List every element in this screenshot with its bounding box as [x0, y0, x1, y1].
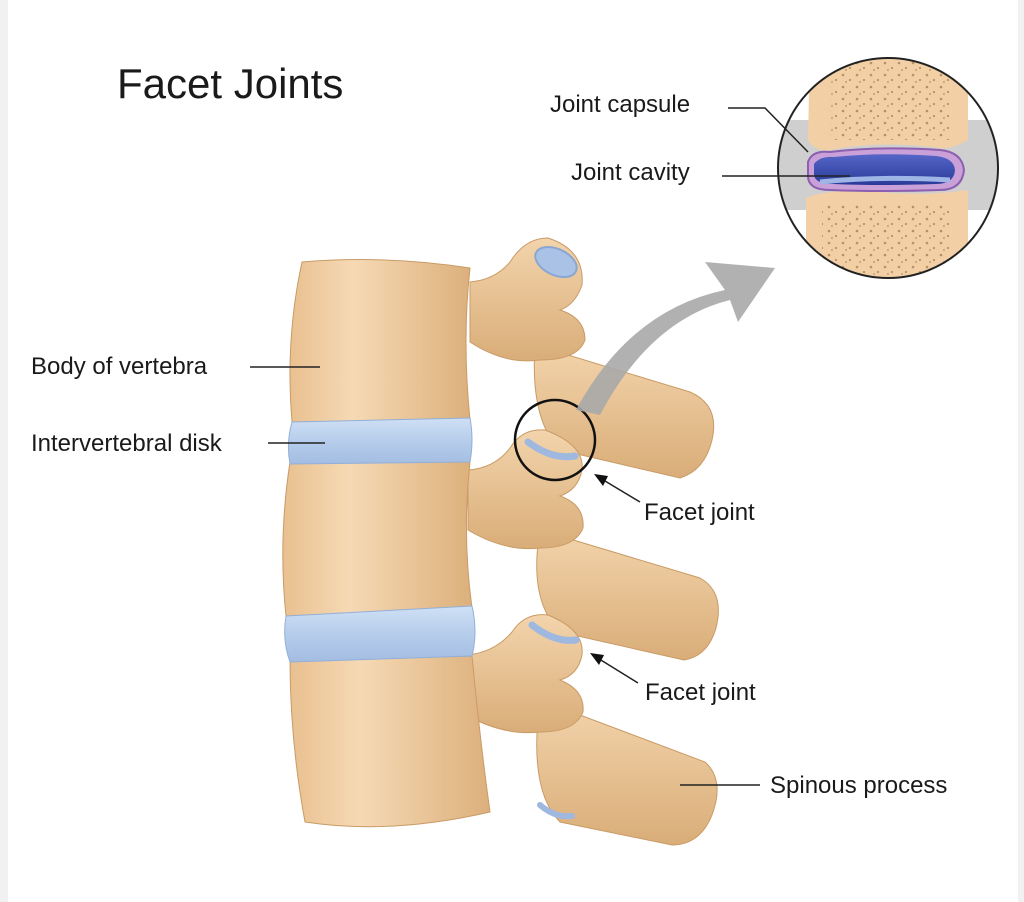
- label-spinous-process: Spinous process: [770, 772, 947, 799]
- spine-illustration: [282, 237, 719, 846]
- diagram-title: Facet Joints: [117, 60, 343, 107]
- label-intervertebral-disk: Intervertebral disk: [31, 430, 223, 457]
- articular-process-middle: [467, 429, 584, 550]
- zoom-inset: [777, 57, 999, 279]
- label-facet-joint-upper: Facet joint: [644, 499, 755, 526]
- label-facet-joint-lower: Facet joint: [645, 679, 756, 706]
- zoom-arrow: [576, 262, 775, 415]
- vertebral-body-bottom: [289, 655, 491, 828]
- zoom-inset-border: [777, 57, 999, 279]
- articular-process-lower: [467, 614, 584, 734]
- vertebral-body-middle: [282, 461, 473, 617]
- facet-joint-arrowhead-upper: [594, 474, 608, 486]
- label-body-of-vertebra: Body of vertebra: [31, 353, 208, 380]
- leader-lines: [250, 107, 850, 786]
- label-joint-capsule: Joint capsule: [550, 91, 690, 118]
- vertebral-body-top: [289, 259, 471, 423]
- spinous-process-middle: [536, 529, 719, 661]
- label-joint-cavity: Joint cavity: [571, 159, 690, 186]
- spinous-process-upper: [533, 344, 715, 479]
- facet-joint-highlight-circle: [513, 398, 597, 482]
- intervertebral-disk-upper: [287, 417, 473, 465]
- intervertebral-disk-lower: [284, 605, 476, 663]
- facet-joint-arrowhead-lower: [590, 653, 604, 665]
